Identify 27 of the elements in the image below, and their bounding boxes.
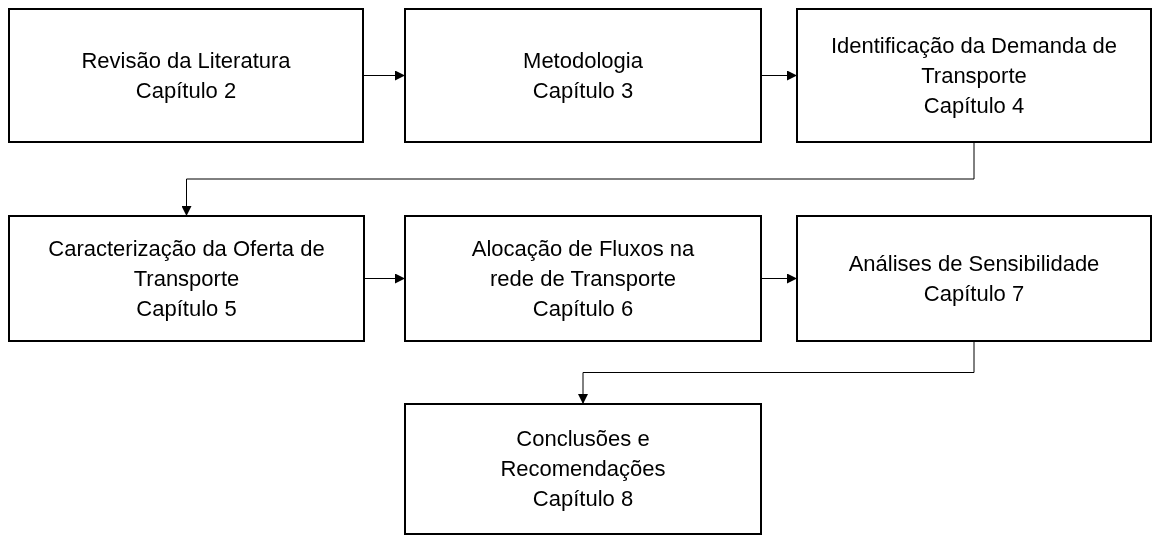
step-title: Metodologia [523, 46, 643, 75]
chapter-label: Capítulo 4 [923, 91, 1025, 120]
chapter-label: Capítulo 7 [923, 279, 1025, 308]
chapter-label: Capítulo 3 [532, 76, 634, 105]
process-box [404, 215, 762, 342]
step-title: Alocação de Fluxos na rede de Transporte [470, 234, 696, 293]
arrow [363, 70, 405, 81]
process-box [796, 215, 1152, 342]
chapter-label: Capítulo 2 [135, 76, 237, 105]
step-title: Identificação da Demanda de Transporte [829, 31, 1119, 90]
arrow [578, 341, 975, 404]
step-title: Conclusões e Recomendações [499, 425, 667, 483]
arrow [181, 142, 975, 216]
process-box [404, 403, 762, 535]
step-title: Análises de Sensibilidade [848, 249, 1100, 278]
step-title: Caracterização da Oferta de Transporte [47, 234, 326, 293]
process-box [404, 8, 762, 143]
process-box [8, 8, 364, 143]
chapter-label: Capítulo 5 [136, 294, 237, 323]
arrow [364, 273, 405, 284]
arrow [761, 273, 797, 284]
arrow [761, 70, 797, 81]
chapter-label: Capítulo 8 [532, 485, 634, 513]
process-box [8, 215, 365, 342]
chapter-label: Capítulo 6 [532, 294, 634, 323]
process-box [796, 8, 1152, 143]
step-title: Revisão da Literatura [81, 46, 291, 75]
